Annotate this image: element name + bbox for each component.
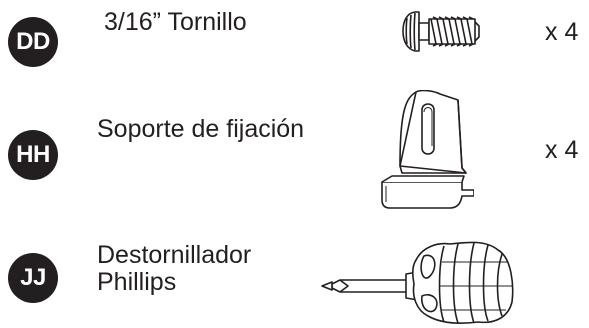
- part-row-jj: JJ Destornillador Phillips: [0, 220, 589, 328]
- phillips-screwdriver-icon: [321, 241, 514, 324]
- part-name: Soporte de fijación: [97, 115, 305, 143]
- part-row-hh: HH Soporte de fijación x 4: [0, 90, 589, 210]
- part-quantity: x 4: [545, 18, 579, 46]
- part-row-dd: DD 3/16” Tornillo x 4: [0, 0, 589, 90]
- part-code-badge: HH: [8, 130, 58, 180]
- part-quantity: x 4: [545, 136, 579, 164]
- mounting-bracket-icon: [381, 90, 474, 209]
- part-name: Destornillador Phillips: [97, 241, 252, 296]
- screw-icon: [402, 11, 480, 52]
- part-name: 3/16” Tornillo: [104, 8, 247, 36]
- part-code-badge: DD: [8, 17, 58, 67]
- part-code-badge: JJ: [8, 253, 58, 303]
